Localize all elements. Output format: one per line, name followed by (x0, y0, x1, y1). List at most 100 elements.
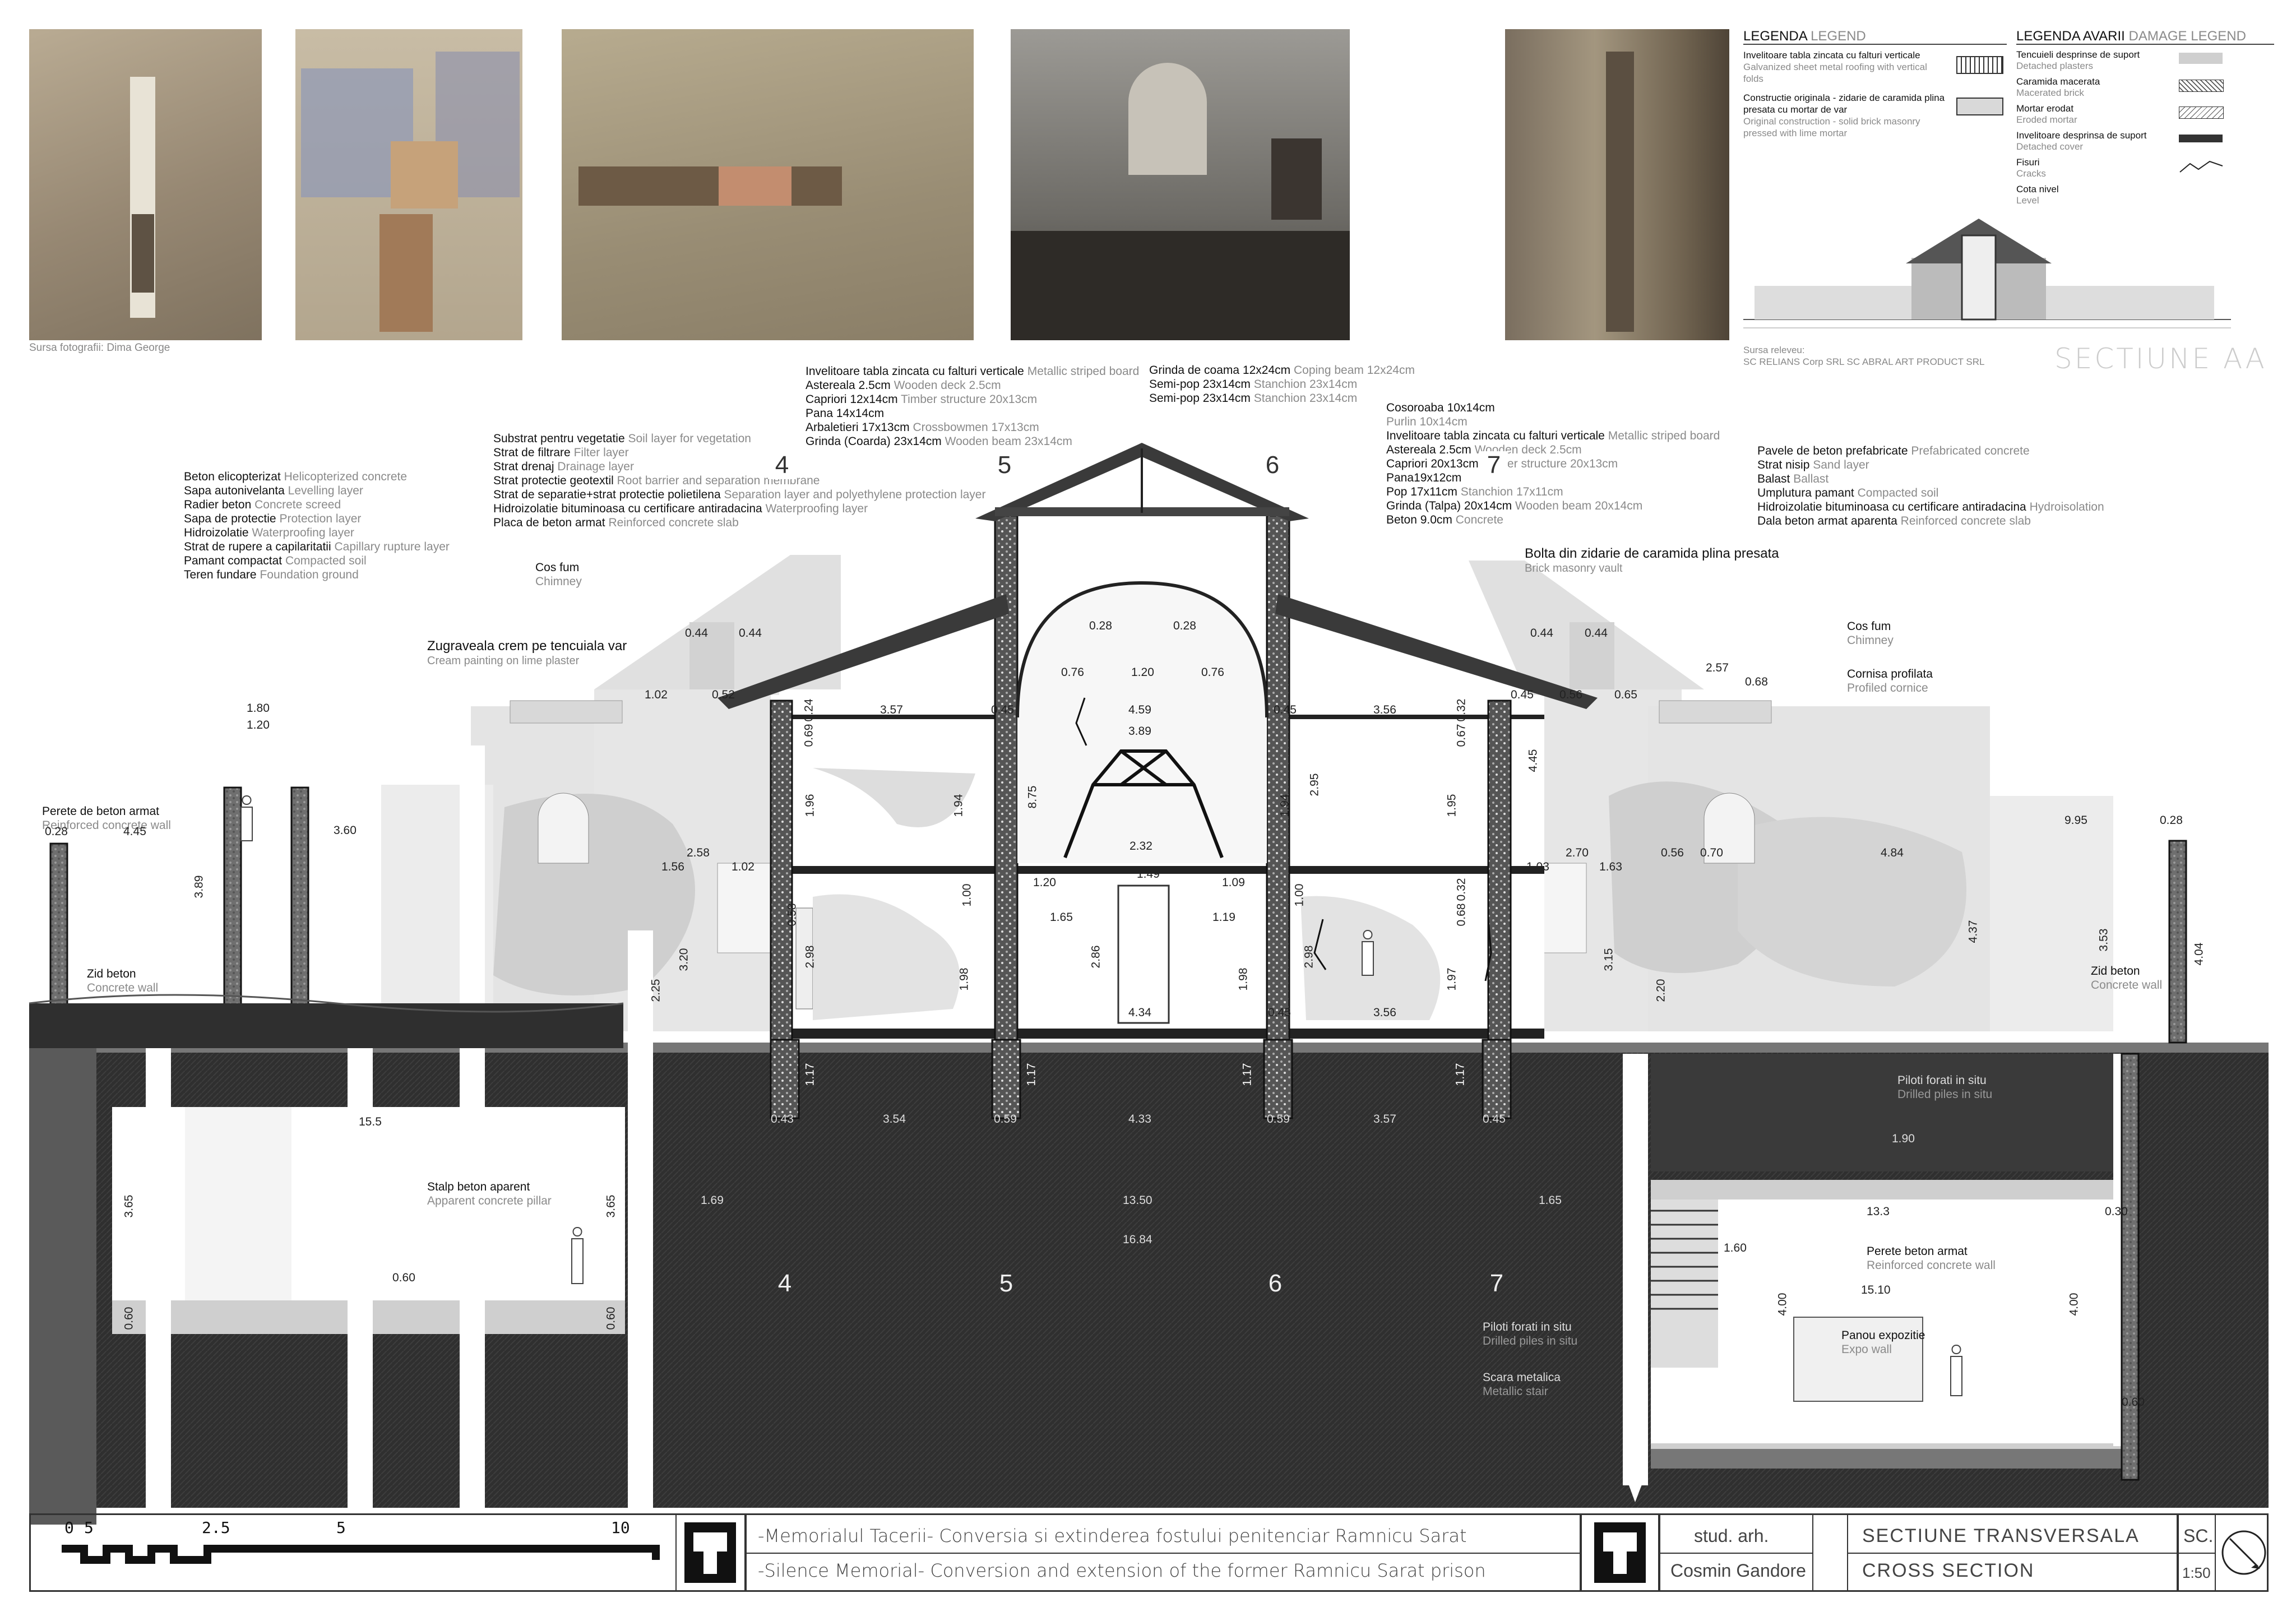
dim: 2.98 (1302, 945, 1316, 969)
damage-eroded-mortar: Mortar erodat (2016, 103, 2074, 114)
dim: 1.17 (1453, 1063, 1467, 1086)
dim: 0.56 (1559, 688, 1582, 701)
dim: 0.44 (685, 627, 708, 640)
dim: 0.30 (2105, 1205, 2128, 1218)
dim: 2.98 (803, 945, 817, 969)
swatch-cover (2179, 135, 2223, 142)
annot-vault: Bolta din zidarie de caramida plina pres… (1525, 546, 1779, 575)
right-rc-wall (2168, 840, 2187, 1044)
legend-item-roofing-en: Galvanized sheet metal roofing with vert… (1743, 62, 1927, 84)
dim: 0.76 (1201, 666, 1224, 679)
damage-level: Cota nivel (2016, 184, 2059, 194)
dim: 0.56 (1661, 846, 1684, 859)
dim: 0.28 (1089, 619, 1112, 632)
dim: 2.70 (1566, 846, 1589, 859)
dim: 4.00 (2067, 1293, 2081, 1316)
dim: 0.45 (1274, 703, 1297, 716)
dim: 1.94 (1278, 794, 1292, 817)
dim: 0.60 (392, 1271, 415, 1284)
scale-value: 1:50 (2182, 1564, 2211, 1581)
author-name: Cosmin Gandore (1670, 1560, 1806, 1581)
dim: 1.03 (1526, 860, 1549, 873)
swatch-roofing (1956, 56, 2003, 74)
dim: 0.59 (1267, 1113, 1290, 1126)
dim: 3.65 (604, 1194, 618, 1218)
scale-bar-tick-5: 5 (336, 1518, 346, 1537)
dim: 0.45 (991, 703, 1014, 716)
legend-item-original-en: Original construction - solid brick maso… (1743, 116, 1920, 138)
dim: 0.58 (785, 903, 799, 927)
dim: 0.68 (1745, 675, 1768, 688)
dim: 16.84 (1123, 1233, 1152, 1246)
logo-cell-left (675, 1513, 746, 1592)
photo-wall-niche (29, 29, 262, 340)
dim: 2.25 (649, 979, 663, 1002)
photo-wall-texture (1505, 29, 1729, 340)
dim: 0.45 (1511, 688, 1534, 701)
legend-title-en: LEGEND (1811, 29, 1866, 44)
swatch-brick (2179, 80, 2224, 92)
prison-logo-2 (1594, 1522, 1646, 1583)
author-label: stud. arh. (1694, 1526, 1769, 1546)
dim: 1.19 (1212, 911, 1235, 924)
dim: 4.33 (1128, 1113, 1151, 1126)
annot-green-roof: Substrat pentru vegetatie Soil layer for… (493, 432, 986, 529)
legend-item-original: Constructie originala - zidarie de caram… (1743, 92, 1945, 115)
dim: 1.17 (1025, 1063, 1038, 1086)
dim: 9.95 (2064, 814, 2087, 827)
dim: 0.44 (1585, 627, 1608, 640)
dim: 4.37 (1966, 920, 1980, 943)
author-cell: stud. arh. Cosmin Gandore (1659, 1513, 1813, 1592)
dim: 0.45 (1268, 1006, 1291, 1019)
dim: 1.20 (247, 719, 270, 731)
dim: 0.76 (1061, 666, 1084, 679)
dim: 1.98 (957, 967, 971, 991)
photo-painted-wall (295, 29, 522, 340)
damage-detached-cover: Invelitoare desprinsa de suport (2016, 130, 2147, 141)
dim: 1.20 (1131, 666, 1154, 679)
photo-source: Sursa fotografii: Dima George (29, 342, 170, 354)
dim: 0.67 (1455, 724, 1468, 747)
legend-title: LEGENDA (1743, 29, 1807, 44)
survey-text: SC RELIANS Corp SRL SC ABRAL ART PRODUCT… (1743, 356, 1985, 367)
annot-left-layers: Beton elicopterizat Helicopterized concr… (184, 470, 450, 581)
dim: 13.50 (1123, 1194, 1152, 1207)
dim: 1.80 (247, 702, 270, 715)
title-block: 0 5 2.5 5 10 -Memorialul Tacerii- Conver… (29, 1513, 2269, 1592)
dim: 3.56 (1373, 703, 1396, 716)
dim: 1.96 (803, 794, 817, 817)
dim: 1.00 (960, 883, 974, 907)
scale-label: SC. (2183, 1526, 2214, 1546)
sheet-cell: SECTIUNE TRANSVERSALA CROSS SECTION (1847, 1513, 2178, 1592)
damage-detached-plaster: Tencuieli desprinse de suport (2016, 49, 2140, 60)
dim: 0.70 (1700, 846, 1723, 859)
dim: 1.95 (1445, 794, 1459, 817)
dim: 0.68 (1455, 903, 1468, 927)
dim: 3.89 (1128, 725, 1151, 738)
dim: 3.89 (192, 875, 206, 899)
dim: 1.02 (732, 860, 754, 873)
axis-label-5-bottom: 5 (999, 1270, 1013, 1297)
dim: 4.34 (1128, 1006, 1151, 1019)
dim: 2.32 (1130, 840, 1152, 853)
expo-panel (1793, 1317, 1923, 1402)
project-title-ro: -Memorialul Tacerii- Conversia si extind… (758, 1525, 1467, 1546)
metal-stair (1651, 1199, 1718, 1368)
dim: 1.56 (661, 860, 684, 873)
title-cell: -Memorialul Tacerii- Conversia si extind… (746, 1513, 1581, 1592)
axis-label-7-bottom: 7 (1489, 1270, 1504, 1297)
section-title: SECTIUNE AA (2054, 342, 2267, 375)
scale-figures (240, 795, 1962, 1396)
dim: 0.60 (122, 1307, 136, 1330)
key-plan (1743, 219, 2231, 328)
dim: 4.59 (1128, 703, 1151, 716)
dim: 1.98 (1237, 967, 1250, 991)
scale-cell: SC. 1:50 (2178, 1513, 2216, 1592)
